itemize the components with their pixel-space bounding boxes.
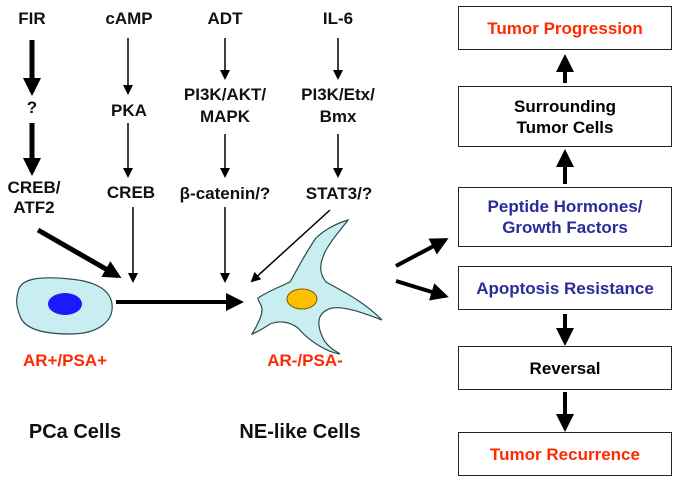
arrow-atf2-to-cell (36, 227, 122, 279)
surrounding-label-line1: Surrounding (514, 96, 616, 116)
apoptosis-resistance-box: Apoptosis Resistance (458, 266, 672, 310)
ne-cell-body (250, 218, 383, 355)
tumor-progression-label: Tumor Progression (487, 18, 643, 38)
tumor-recurrence-label: Tumor Recurrence (490, 444, 640, 464)
ne-cell-nucleus (286, 288, 318, 310)
adt-label: ADT (207, 9, 243, 28)
reversal-label: Reversal (529, 358, 601, 378)
pi3k-etx-label-line2: Bmx (319, 107, 357, 126)
tumor-progression-box: Tumor Progression (458, 6, 672, 50)
pka-label: PKA (111, 101, 147, 120)
arrow-stat3-to-cell (250, 209, 331, 283)
unknown-mediator-label: ? (26, 98, 38, 117)
reversal-box: Reversal (458, 346, 672, 390)
creb-atf2-label-line2: ATF2 (13, 198, 55, 217)
fir-label: FIR (18, 9, 46, 28)
creb-label: CREB (106, 183, 156, 202)
arrow-ne-to-peptide (395, 238, 449, 268)
pca-marker-label: AR+/PSA+ (22, 351, 108, 370)
pi3k-akt-label-line1: PI3K/AKT/ (183, 85, 267, 104)
apoptosis-resistance-label: Apoptosis Resistance (476, 278, 654, 298)
pi3k-etx-label-line1: PI3K/Etx/ (301, 85, 375, 104)
surrounding-tumor-cells-box: Surrounding Tumor Cells (458, 86, 672, 147)
peptide-label-line2: Growth Factors (502, 218, 628, 237)
beta-catenin-label: β-catenin/? (179, 184, 271, 203)
peptide-hormones-box: Peptide Hormones/ Growth Factors (458, 187, 672, 247)
ne-like-cells-label: NE-like Cells (239, 421, 361, 443)
arrow-ne-to-apoptosis (395, 279, 449, 301)
creb-atf2-label-line1: CREB/ (7, 178, 61, 197)
il6-label: IL-6 (322, 9, 354, 28)
pca-cells-label: PCa Cells (28, 421, 122, 443)
stat3-label: STAT3/? (305, 184, 373, 203)
pi3k-akt-label-line2: MAPK (199, 107, 251, 126)
pca-cell-nucleus (48, 293, 82, 315)
tumor-recurrence-box: Tumor Recurrence (458, 432, 672, 476)
ne-marker-label: AR-/PSA- (267, 351, 343, 370)
peptide-label-line1: Peptide Hormones/ (487, 197, 643, 216)
surrounding-label-line2: Tumor Cells (516, 117, 614, 137)
camp-label: cAMP (105, 9, 153, 28)
